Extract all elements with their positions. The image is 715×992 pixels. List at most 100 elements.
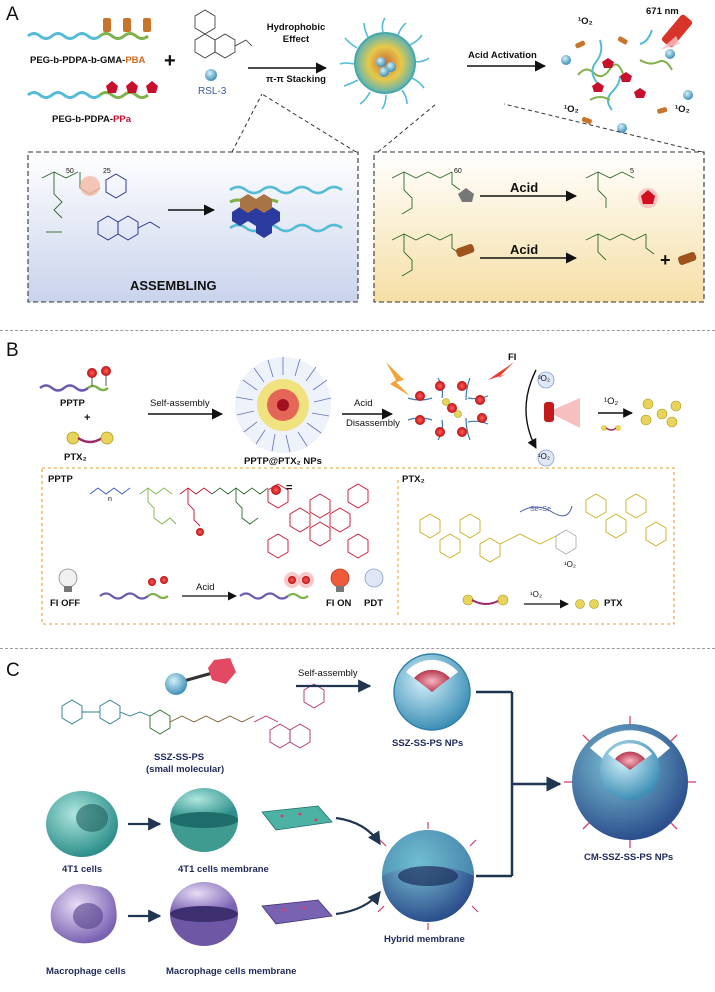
subscript-label: 50 [66,168,74,175]
pptp-chain [39,366,111,392]
box-pptp-label: PPTP [48,474,73,485]
ptx2-structure [419,493,667,563]
assembling-label: ASSEMBLING [130,278,217,293]
porphyrin-sphere-small [196,528,204,536]
macrophage-label: Macrophage cells [46,966,126,977]
polymer-chain-ppa [27,81,158,99]
disassembly-label: Disassembly [346,418,400,429]
final-np-label: CM-SSZ-SS-PS NPs [584,852,674,863]
ssz-nps-label: SSZ-SS-PS NPs [392,738,464,749]
polymer2-label-suffix: PPa [113,114,132,125]
acid-label-b: Acid [354,398,373,409]
acid-product-1 [585,171,635,208]
macrophage-membrane-hemisphere [170,882,238,946]
stacked-assembly [229,185,343,238]
plus-sign-b: + [84,412,91,424]
oxygen-cycle-arrow [525,369,537,449]
arrow-to-hybrid-2 [335,890,381,916]
separator-ab [0,330,715,331]
ssz-name-label: SSZ-SS-PS [154,752,205,763]
pptp-ptx2-np [235,357,332,453]
pptp-chain-glow [239,572,314,600]
singlet-oxygen-label: ¹O₂ [675,104,690,115]
benzamide [555,529,577,555]
rsl3-label: RSL-3 [198,86,227,97]
4t1-membrane-sheet [261,805,333,831]
merge-bracket [476,690,514,878]
4t1-membrane-label: 4T1 cells membrane [178,864,269,875]
singlet-oxygen-label-b4: ¹O₂ [530,590,542,599]
macrophage-membrane-label: Macrophage cells membrane [166,966,297,977]
guide-line [231,93,263,153]
acid-product-2 [585,233,655,261]
rsl3-molecule [194,9,253,59]
fi-off-label: FI OFF [50,598,81,609]
pdt-label: PDT [364,598,383,609]
light-cone [544,398,580,428]
assembling-box [27,151,359,303]
disassembled-chains [561,29,693,133]
triplet-oxygen-bubble [537,371,555,389]
self-assembly-label-c: Self-assembly [298,668,358,679]
singlet-oxygen-label-b3: ¹O₂ [564,560,576,569]
pptp-chain-small [99,576,169,600]
pptp-structure [89,487,269,527]
fi-label: FI [508,352,517,363]
ptx-small-ball [575,599,585,609]
disassembled-np [386,362,514,441]
triplet-oxygen-label: ³O₂ [538,374,550,383]
bulb-off [58,568,78,592]
subscript-n: n [108,496,112,503]
4t1-cell [46,791,118,857]
singlet-oxygen-bubble [537,449,555,467]
plus-sign-a: + [164,50,176,72]
macrophage-cell [50,884,117,944]
polymer2-label: PEG-b-PDPA-PPa [52,114,131,125]
singlet-oxygen-label-b2: ¹O₂ [604,396,619,407]
acid-box [373,151,705,303]
ptx2-dimer-small [462,594,509,606]
hybrid-membrane [377,822,479,930]
separator-bc [0,648,715,649]
acid-activation-label: Acid Activation [468,50,537,61]
arrow1-label-line1: Hydrophobic [266,22,326,33]
polymer1-label-prefix: PEG-b-PDPA-b-GMA- [30,55,126,66]
panel-letter-c: C [6,660,20,681]
highlight [80,176,100,196]
singlet-oxygen-label: ¹O₂ [578,16,593,27]
singlet-oxygen-label: ¹O₂ [564,104,579,115]
pba-icon [678,252,697,265]
ptx2-small-icon [601,425,621,431]
arrow-to-hybrid-1 [335,816,381,846]
laser-wavelength-label: 671 nm [646,6,679,17]
acid-skeleton-1 [391,171,461,215]
ptx-label: PTX [604,598,623,609]
subscript-label: 25 [103,168,111,175]
nps-label: PPTP@PTX₂ NPs [244,456,322,467]
arrow1-label-line2: Effect [282,34,310,45]
ptx-particles [640,398,682,428]
rsl3-sphere [205,69,217,81]
laser-icon [660,14,693,50]
fi-on-label: FI ON [326,598,352,609]
plus-sign-acid: + [660,250,671,270]
self-assembly-label-b: Self-assembly [150,398,210,409]
ptx2-dimer [66,431,114,445]
se-linker-label: Se–Se [530,506,552,513]
pba-icon [456,244,475,257]
micelle [339,17,430,110]
panel-b-box [41,467,675,625]
guide-line [377,103,437,153]
panel-letter-a: A [6,4,19,25]
polymer1-label-suffix: PBA [125,55,146,66]
hybrid-membrane-label: Hybrid membrane [384,934,465,945]
bulb-on [330,568,350,592]
pptp-label: PPTP [60,398,85,409]
subscript-label: 60 [454,168,462,175]
ssz-sub-label: (small molecular) [146,764,225,775]
ppa-gray-icon [458,188,474,202]
arrow1-label-line3: π-π Stacking [266,74,326,85]
guide-line [261,93,357,153]
porphyrin-sphere-legend [271,485,281,495]
subscript-label: 5 [630,168,634,175]
